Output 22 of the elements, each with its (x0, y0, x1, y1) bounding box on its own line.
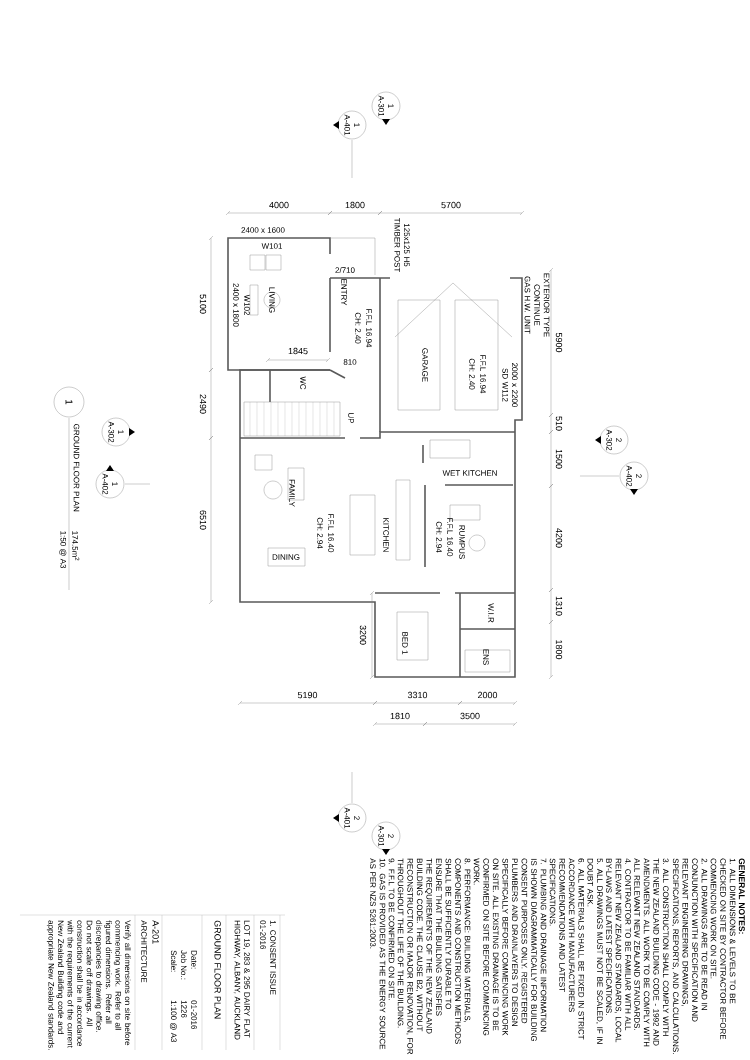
dimension-text: 5900 (555, 332, 563, 353)
dimension-text: 1500 (555, 449, 563, 469)
dimension-text: 6510 (199, 510, 207, 530)
dimension-text: 5700 (441, 201, 461, 209)
dimension-text: 1310 (555, 596, 563, 616)
dimension-text: 1800 (345, 201, 365, 209)
dimension-text: 3200 (359, 625, 367, 645)
dimension-text: 510 (555, 416, 563, 431)
drawing-title: GROUND FLOOR PLAN (214, 920, 221, 1019)
notes-heading: GENERAL NOTES: (738, 858, 745, 934)
dimension-text: 3310 (407, 691, 428, 699)
dimension-text: 3500 (460, 712, 480, 720)
dimension-text: 2490 (199, 394, 207, 414)
dimension-text: 1845 (288, 347, 308, 355)
dimension-text: 2000 (478, 691, 498, 699)
sheet-number: A-201 (152, 920, 159, 944)
dimension-text: 5100 (199, 294, 207, 314)
dimension-text: 5190 (297, 691, 318, 699)
dimension-text: 4000 (269, 201, 289, 209)
dimension-text: 4200 (555, 528, 563, 548)
dimension-text: 1810 (390, 712, 410, 720)
dimension-text: 1800 (555, 640, 563, 660)
